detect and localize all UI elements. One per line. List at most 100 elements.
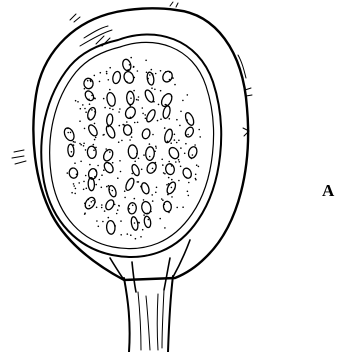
stipple-dot [151,87,153,89]
stipple-dot [112,162,114,164]
outer-wall [33,8,248,280]
stipple-dot [169,118,171,120]
seed [112,71,122,84]
stipple-dot [138,96,140,98]
stipple-dot [89,103,91,105]
stipple-dot [168,177,170,179]
stipple-dot [162,199,164,201]
stipple-dot [116,213,118,215]
seed [165,163,176,175]
stipple-dot [132,205,134,207]
stipple-dot [101,207,103,209]
stipple-dot [170,204,172,206]
stipple-dot [166,184,168,186]
stipple-dot [114,204,116,206]
seed [124,177,135,191]
stipple-dot [149,74,151,76]
stipple-dot [90,79,92,81]
seed [163,128,173,143]
stipple-dot [126,121,128,123]
seed [123,124,132,135]
stipple-dot [195,179,197,181]
stipple-dot [191,158,193,160]
seed [187,146,198,160]
stipple-dot [167,194,169,196]
stipple-dot [96,207,98,209]
stipple-dot [99,81,101,83]
stipple-dot [199,136,201,138]
stipple-dot [101,204,103,206]
seed [67,144,74,157]
stipple-dot [133,66,135,68]
stipple-dot [164,127,166,129]
stipple-dot [179,161,181,163]
seed [167,146,180,161]
stipple-dot [124,190,126,192]
stipple-dot [136,153,138,155]
stipple-dot [104,107,106,109]
stipple-dot [180,147,182,149]
stipple-dot [138,181,140,183]
stipple-dot [80,144,82,146]
stipple-dot [170,163,172,165]
stipple-dot [85,149,87,151]
stipple-dot [92,200,94,202]
stipple-dot [79,143,81,145]
stipple-dot [185,143,187,145]
stipple-dot [165,71,167,73]
stipple-dot [165,104,167,106]
stipple-dot [109,89,111,91]
stipple-dot [192,154,194,156]
stipple-dot [131,173,133,175]
stipple-dot [94,75,96,77]
seed [106,114,113,126]
stipple-dot [129,64,131,66]
stipple-dot [156,187,158,189]
stipple-dot [108,163,110,165]
stipple-dot [84,128,86,130]
stipple-dot [167,141,169,143]
stipple-dot [178,180,180,182]
stipple-dot [88,99,90,101]
stipple-dot [146,213,148,215]
stipple-dot [153,101,155,103]
stipple-dot [108,185,110,187]
stipple-dot [174,134,176,136]
stipple-dot [84,213,86,215]
stipple-dot [154,89,156,91]
stipple-dot [88,118,90,120]
stipple-dot [73,183,75,185]
stipple-dot [184,153,186,155]
stipple-dot [140,236,142,238]
stipple-dot [142,229,144,231]
stipple-dot [138,158,140,160]
stipple-dot [169,79,171,81]
stipple-dot [178,159,180,161]
stipple-dot [174,139,176,141]
stipple-dot [94,111,96,113]
stipple-dot [122,124,124,126]
seed [105,124,117,139]
stipple-dot [152,134,154,136]
stipple-dot [105,148,107,150]
stipple-dot [140,186,142,188]
stipple-dot [120,234,122,236]
stipple-dot [170,142,172,144]
stipple-dot [112,190,114,192]
stipple-dot [94,98,96,100]
seed [143,216,151,228]
stipple-dot [172,77,174,79]
stipple-dot [103,134,105,136]
stipple-dot [180,111,182,113]
stipple-dot [152,168,154,170]
stipple-dot [74,162,76,164]
stipple-dot [171,96,173,98]
seed [140,182,150,195]
stipple-dot [171,165,173,167]
stipple-dot [75,100,77,102]
stipple-dot [119,160,121,162]
stipple-dot [155,73,157,75]
stipple-dot [149,143,151,145]
stipple-dot [169,71,171,73]
stipple-dot [178,140,180,142]
